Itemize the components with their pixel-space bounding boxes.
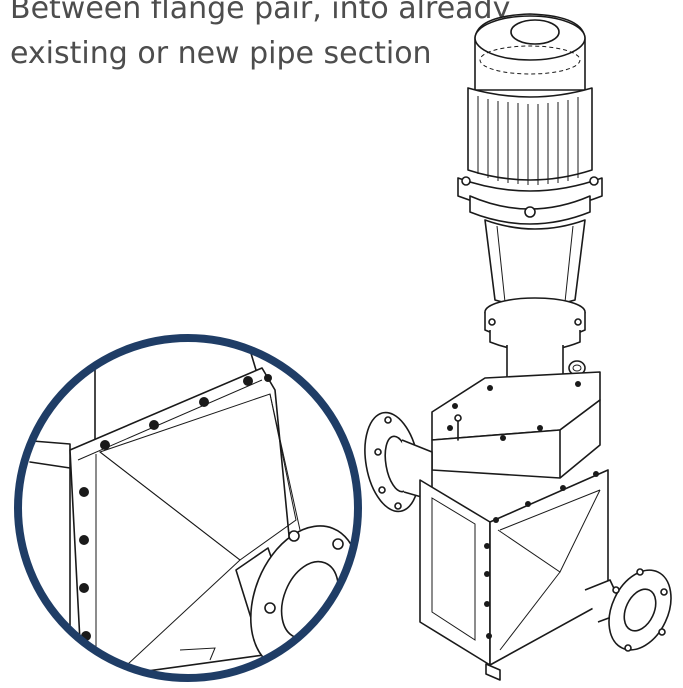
magnifier-ring bbox=[14, 334, 362, 682]
installation-caption: Between flange pair, into already existi… bbox=[10, 0, 511, 76]
pump-housing-top bbox=[431, 371, 601, 479]
motor-flange bbox=[457, 176, 603, 225]
pump-chamber-body bbox=[419, 469, 609, 681]
magnified-detail-view bbox=[14, 334, 362, 682]
outlet-flange-right bbox=[584, 568, 672, 652]
lantern-housing bbox=[484, 219, 586, 307]
coupling-flange bbox=[484, 297, 586, 352]
motor-cooling-fins bbox=[467, 87, 593, 185]
inlet-flange-left bbox=[364, 411, 433, 513]
caption-line-2: existing or new pipe section bbox=[10, 36, 432, 71]
caption-line-1: Between flange pair, into already bbox=[10, 0, 511, 26]
motor-fan-cover bbox=[474, 13, 586, 91]
